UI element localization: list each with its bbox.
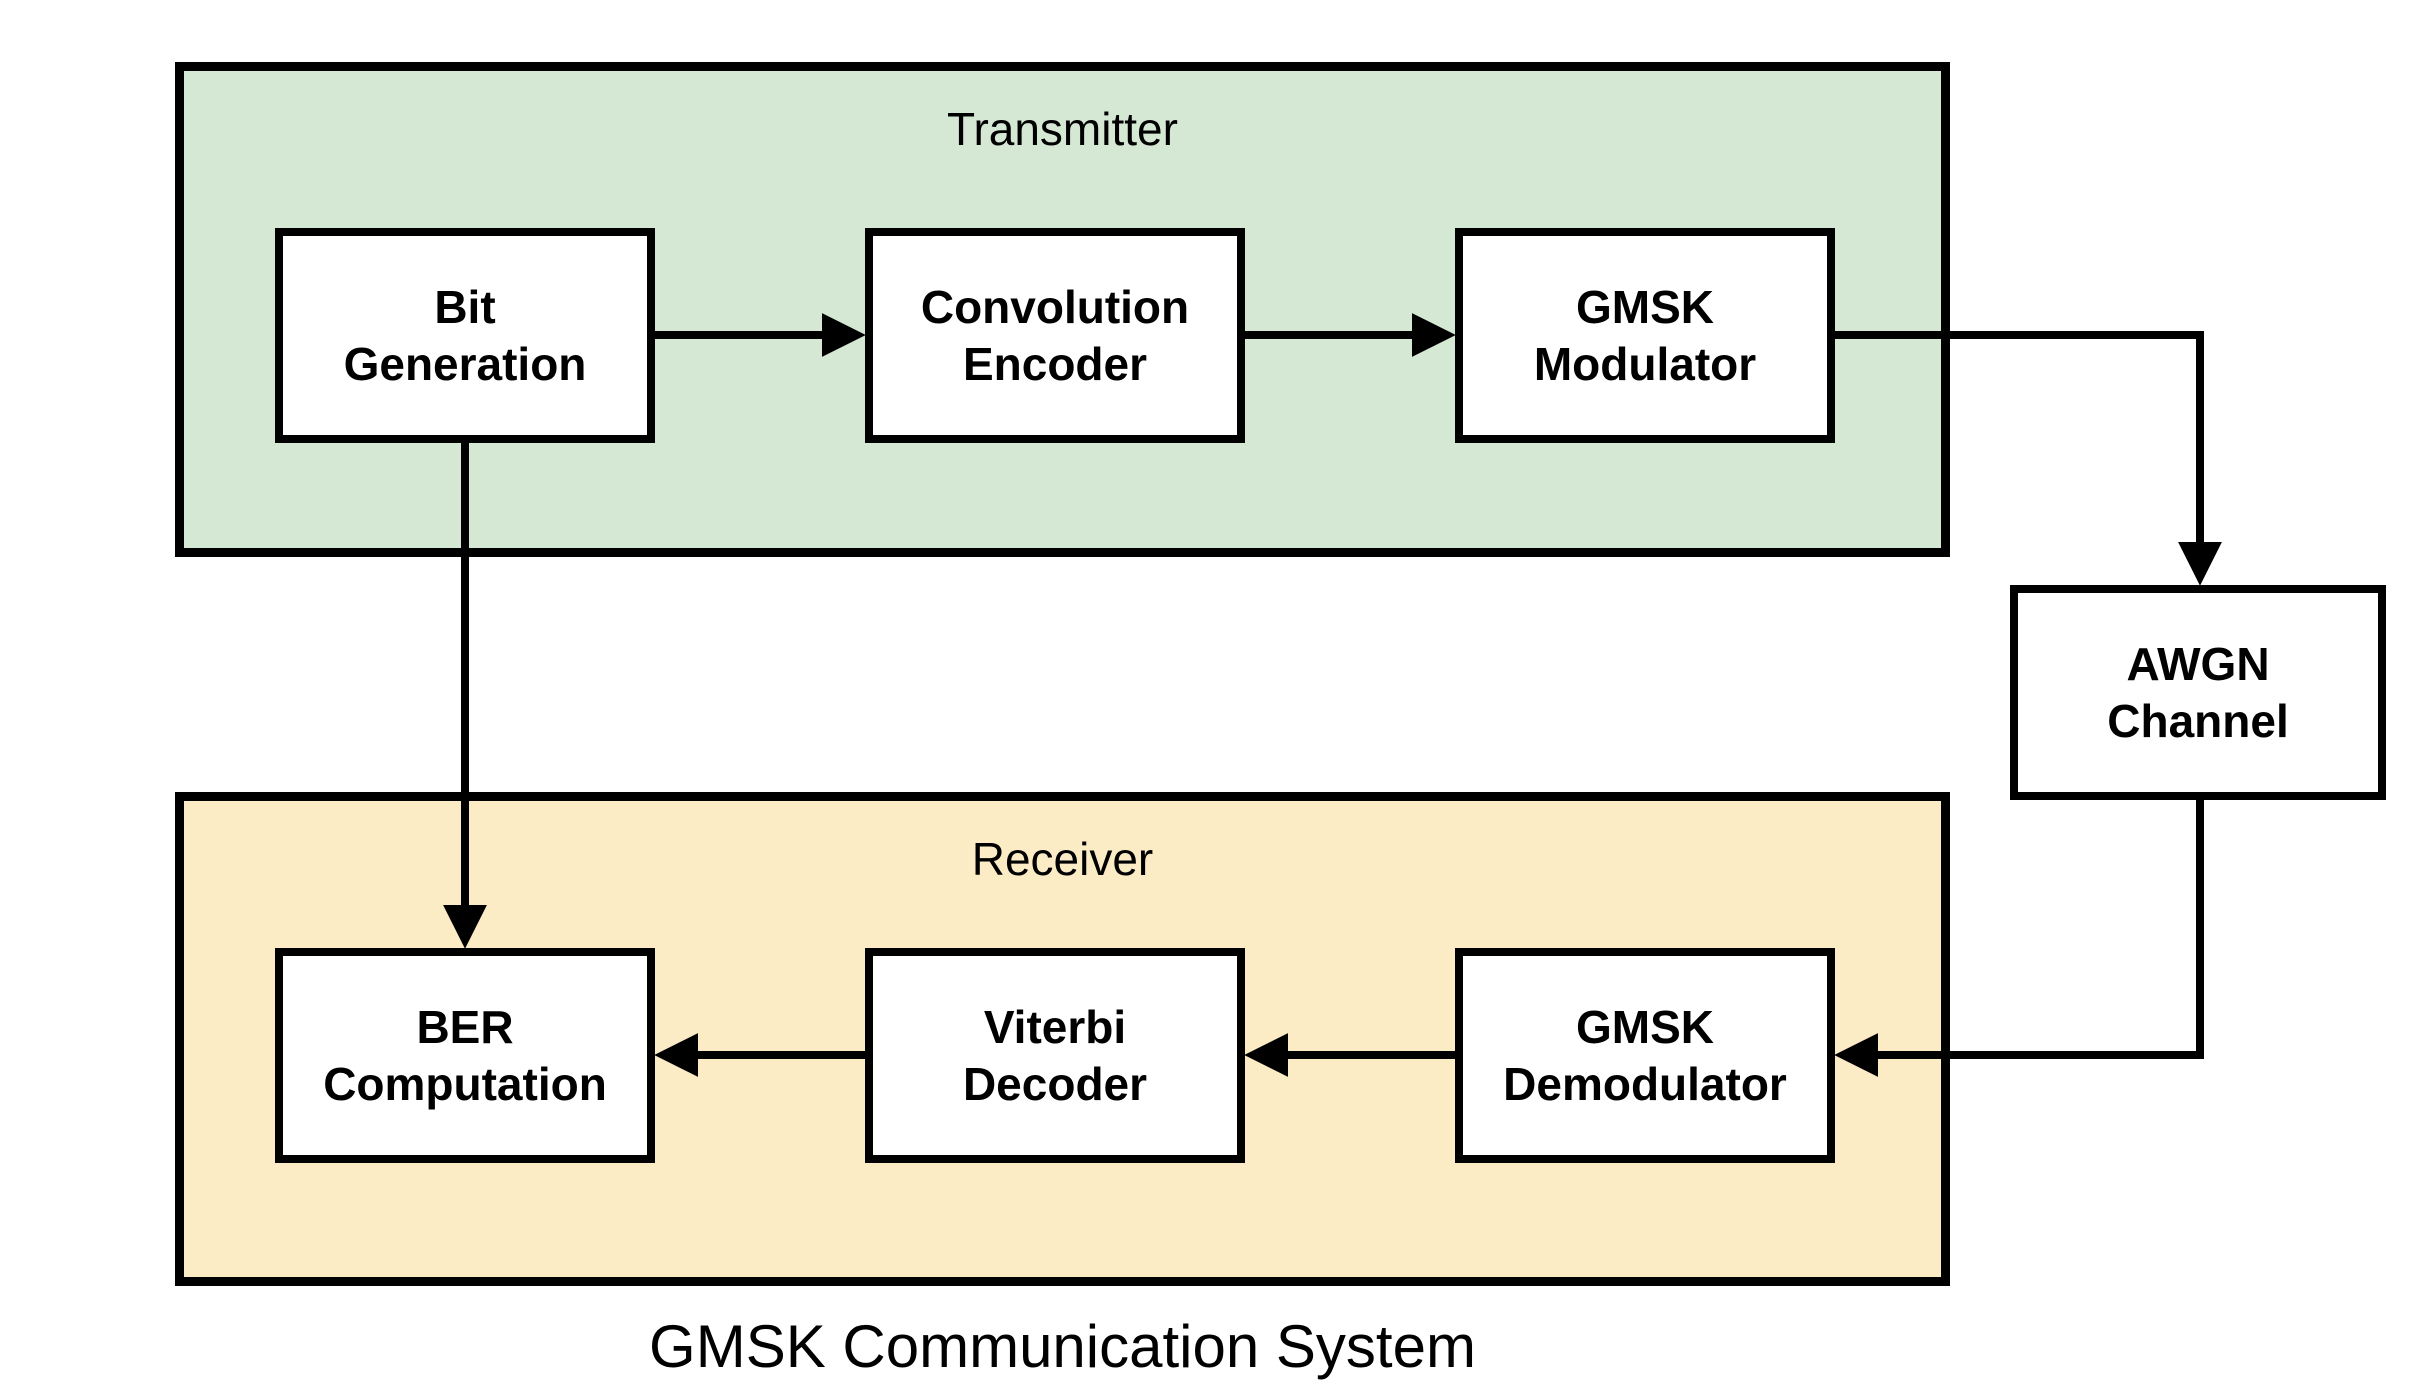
transmitter-label: Transmitter <box>947 103 1178 155</box>
node-awgn-channel: AWGN Channel <box>2010 585 2386 800</box>
node-bit-generation: Bit Generation <box>275 228 655 443</box>
node-viterbi-decoder: Viterbi Decoder <box>865 948 1245 1163</box>
node-gmsk-modulator: GMSK Modulator <box>1455 228 1835 443</box>
node-ber-computation: BER Computation <box>275 948 655 1163</box>
node-convolution-encoder: Convolution Encoder <box>865 228 1245 443</box>
diagram-title: GMSK Communication System <box>649 1313 1476 1380</box>
receiver-label: Receiver <box>971 833 1154 885</box>
node-gmsk-demodulator: GMSK Demodulator <box>1455 948 1835 1163</box>
